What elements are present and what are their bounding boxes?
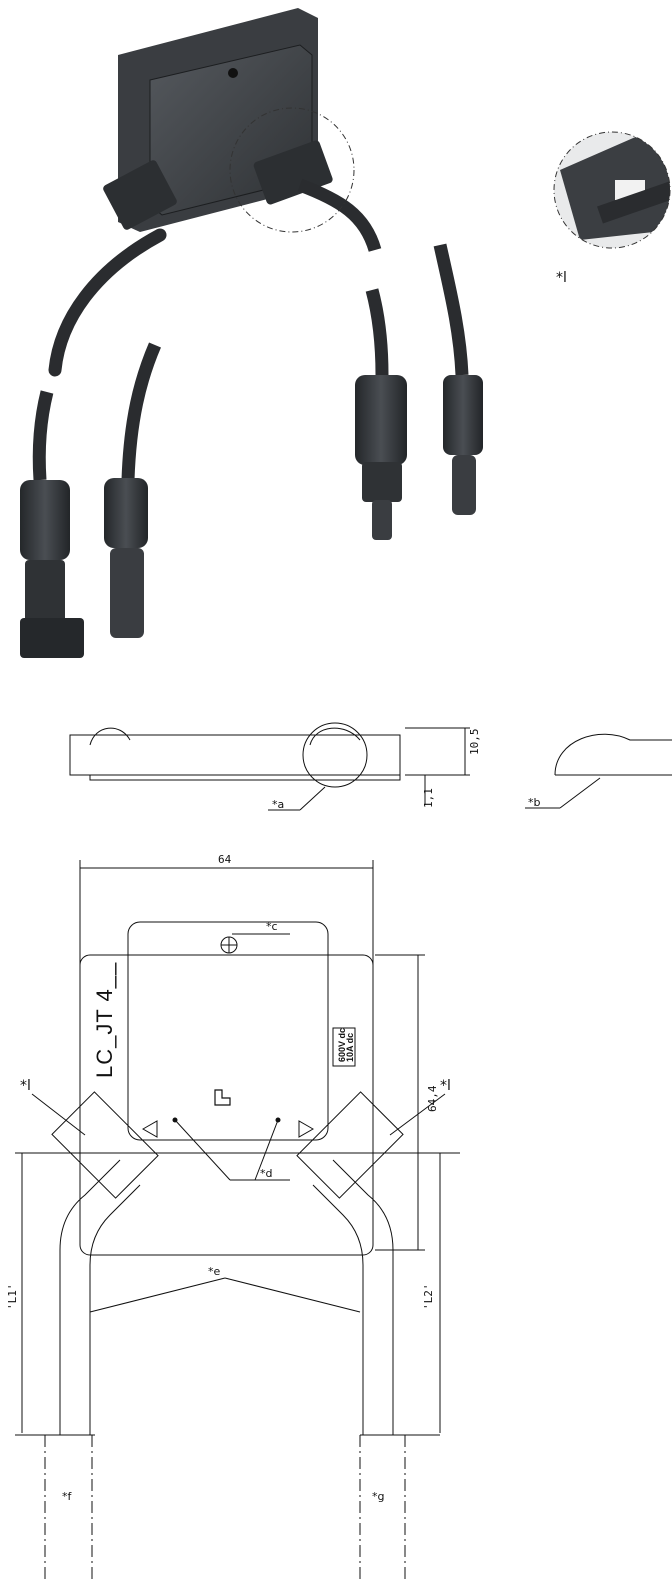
label-g: *g — [372, 1490, 384, 1503]
right-connector-male-pin — [372, 500, 392, 540]
right-connector-male-body — [355, 375, 407, 465]
top-view — [15, 860, 460, 1579]
detail-label: *l — [556, 270, 567, 286]
label-a: *a — [272, 798, 284, 811]
screw-hole — [228, 68, 238, 78]
label-c: *c — [266, 920, 278, 933]
left-connector-male-body — [20, 480, 70, 560]
detail-circle — [229, 107, 355, 233]
right-connector-female-tip — [452, 455, 476, 515]
side-view — [69, 722, 470, 811]
thickness-dim: 10,5 — [468, 729, 481, 756]
pin-right — [275, 1117, 281, 1123]
pin-left — [172, 1117, 178, 1123]
right-connector-female-body — [443, 375, 483, 455]
right-cable-upper — [297, 178, 382, 253]
detail-zoom: *l — [553, 131, 671, 286]
label-e: *e — [208, 1265, 221, 1278]
label-l-left: *l — [20, 1078, 31, 1094]
product-render — [20, 8, 483, 658]
length-left-dim: 'L1' — [6, 1284, 19, 1311]
left-cable-lower — [32, 390, 54, 481]
left-cable-2 — [121, 342, 161, 481]
left-cable-upper — [48, 228, 167, 377]
rating-current: 10A dc — [345, 1033, 355, 1062]
right-connector-male-collar — [362, 462, 402, 502]
height-dim: 64,4 — [426, 1085, 439, 1112]
label-l-right: *l — [440, 1078, 451, 1094]
length-right-dim: 'L2' — [422, 1284, 435, 1311]
right-cable-2 — [433, 243, 469, 376]
box-outline — [127, 921, 329, 1141]
label-d: *d — [260, 1167, 272, 1180]
left-clip — [103, 160, 177, 230]
left-connector-female-tip — [110, 548, 144, 638]
left-arrow-icon — [141, 1120, 158, 1138]
right-arrow-icon — [298, 1120, 315, 1138]
left-connector-female-body — [104, 478, 148, 548]
rating-voltage: 600V dc — [337, 1028, 347, 1062]
width-dim: 64 — [218, 853, 232, 866]
approval-icon — [214, 1089, 231, 1106]
base-dim: 1,1 — [422, 788, 435, 808]
rating-box — [332, 1027, 356, 1067]
side-detail — [525, 733, 672, 809]
left-connector-latch — [20, 618, 84, 658]
side-outline — [69, 734, 401, 776]
left-connector-male-tip — [25, 560, 65, 630]
product-label: LC_JT 4__ — [92, 962, 117, 1078]
right-clip-top — [296, 1091, 404, 1199]
label-b: *b — [528, 796, 541, 809]
left-clip-top — [51, 1091, 159, 1199]
right-cable-lower — [365, 288, 389, 376]
label-f: *f — [62, 1490, 73, 1503]
